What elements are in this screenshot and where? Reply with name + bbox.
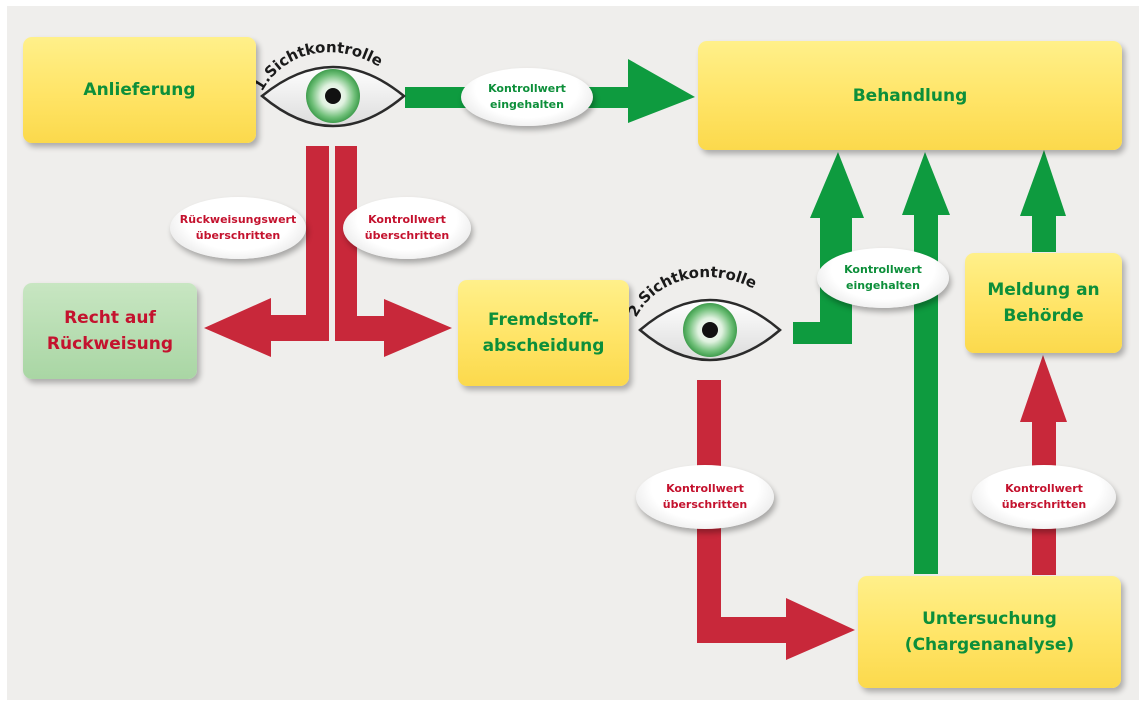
label-kontrollwert-ueberschritten-right: Kontrollwert überschritten: [972, 465, 1116, 529]
box-fremdstoffabscheidung: Fremdstoff- abscheidung: [458, 280, 629, 386]
arrow-meldung-to-behandlung: [1020, 150, 1066, 252]
label-kontrollwert-ueberschritten-mid: Kontrollwert überschritten: [636, 465, 774, 529]
box-recht-auf-rueckweisung: Recht auf Rückweisung: [23, 283, 197, 379]
eye-icon: [638, 298, 782, 362]
box-untersuchung: Untersuchung (Chargenanalyse): [858, 576, 1121, 688]
eye-icon: [260, 65, 406, 128]
label-kontrollwert-eingehalten-top: Kontrollwert eingehalten: [461, 68, 593, 126]
arrow-second-check-to-untersuchung: [697, 380, 855, 660]
box-meldung-an-behoerde: Meldung an Behörde: [965, 253, 1122, 353]
label-rueckweisungswert-ueberschritten: Rückweisungswert überschritten: [170, 197, 306, 259]
arrow-to-fremdstoff: [335, 146, 452, 357]
box-anlieferung: Anlieferung: [23, 37, 256, 143]
box-behandlung: Behandlung: [698, 41, 1122, 150]
arrow-to-rueckweisung: [204, 146, 329, 357]
label-kontrollwert-eingehalten-mid: Kontrollwert eingehalten: [817, 248, 949, 308]
label-kontrollwert-ueberschritten-left: Kontrollwert überschritten: [343, 197, 471, 259]
